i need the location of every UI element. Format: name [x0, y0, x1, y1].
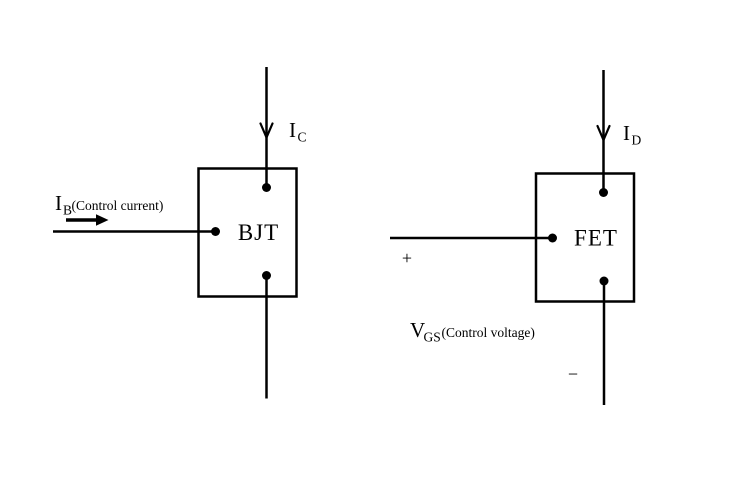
gate-voltage-symbol: V [410, 318, 425, 342]
bjt-box-label: BJT [238, 220, 279, 245]
collector-current-label: I C [289, 118, 307, 145]
collector-current-symbol: I [289, 118, 296, 142]
collector-current-subscript: C [298, 130, 307, 145]
fet-drain-arrowhead-icon [596, 124, 611, 143]
bjt-collector-terminal-dot [262, 183, 271, 192]
fet-box [534, 172, 636, 303]
drain-current-label: I D [623, 121, 642, 148]
bjt-box [197, 167, 298, 298]
base-current-subscript: B [63, 203, 72, 218]
control-current-arrow-icon [66, 214, 109, 226]
gate-voltage-subscript: GS [424, 330, 441, 345]
base-current-symbol: I [55, 191, 62, 215]
gate-control-voltage-label: V GS (Control voltage) [410, 318, 535, 345]
fet-device: FET I D + V GS (Control voltage) − [390, 70, 642, 405]
fet-box-label: FET [574, 226, 618, 251]
gate-voltage-note: (Control voltage) [442, 325, 535, 340]
base-control-current-label: I B (Control current) [55, 191, 163, 218]
fet-gate-terminal-dot [548, 233, 557, 243]
bjt-device: BJT I C I B (Control current) [53, 67, 307, 399]
base-current-note: (Control current) [72, 198, 164, 213]
drain-current-symbol: I [623, 121, 630, 145]
fet-drain-terminal-dot [599, 188, 608, 197]
gate-voltage-plus-sign: + [402, 248, 412, 268]
bjt-emitter-terminal-dot [262, 271, 271, 280]
gate-voltage-minus-sign: − [568, 364, 578, 384]
drain-current-subscript: D [632, 133, 642, 148]
fet-source-terminal-dot [599, 276, 609, 286]
bjt-collector-arrowhead-icon [259, 122, 274, 141]
bjt-base-terminal-dot [211, 227, 220, 236]
